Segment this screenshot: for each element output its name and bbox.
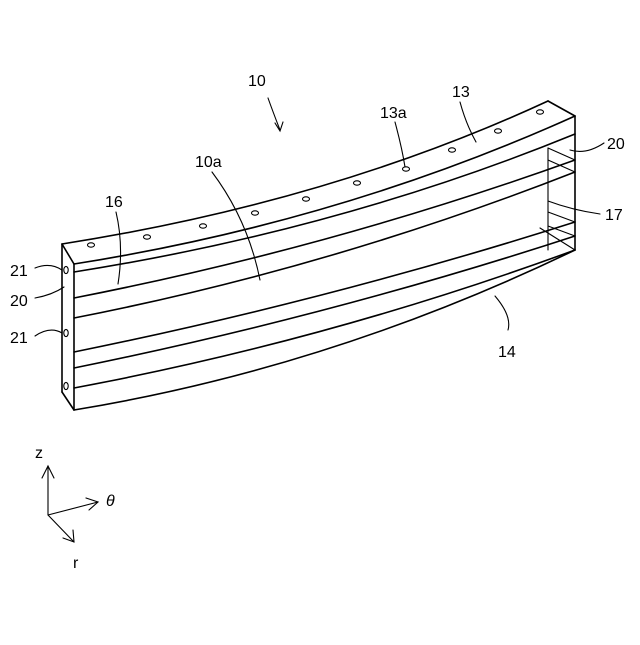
left-pin-lower — [64, 329, 68, 336]
right-recess-lower-b — [548, 226, 575, 236]
label-side-plate-left: 20 — [10, 293, 28, 310]
leader-20-left — [35, 287, 64, 298]
left-pin-upper — [64, 266, 68, 273]
coordinate-axes: z θ r — [35, 445, 115, 572]
bottom-plate-top — [74, 250, 575, 388]
leader-14 — [495, 296, 509, 330]
leader-17 — [548, 201, 600, 214]
left-end-top — [62, 244, 74, 264]
label-rib-right: 17 — [605, 207, 623, 224]
top-front-edge — [74, 116, 575, 264]
axis-theta-label: θ — [106, 493, 115, 510]
label-assembly: 10 — [248, 73, 266, 90]
leader-10 — [268, 98, 280, 130]
top-hole — [252, 211, 259, 215]
top-hole — [88, 243, 95, 247]
label-side-plate-right: 20 — [607, 136, 625, 153]
top-hole — [144, 235, 151, 239]
label-mounting-hole: 13a — [380, 105, 407, 122]
right-recess-lower — [548, 212, 575, 222]
label-rib-left: 16 — [105, 194, 123, 211]
top-hole — [403, 167, 410, 171]
leader-21-lower — [35, 330, 62, 336]
leader-10a — [212, 172, 260, 280]
top-hole — [200, 224, 207, 228]
top-hole — [495, 129, 502, 133]
label-pin-lower: 21 — [10, 330, 28, 347]
left-pin-bottom — [64, 382, 68, 389]
right-recess-bottom — [540, 228, 575, 250]
top-hole — [537, 110, 544, 114]
axis-r-label: r — [73, 555, 79, 572]
top-hole — [303, 197, 310, 201]
left-end-bottom — [62, 392, 74, 410]
label-top-plate: 13 — [452, 84, 470, 101]
label-inner-surface: 10a — [195, 154, 222, 171]
rib-lower-line-a — [74, 222, 575, 352]
label-bottom-plate: 14 — [498, 344, 516, 361]
top-hole — [354, 181, 361, 185]
axis-r-line — [48, 515, 74, 542]
top-hole — [449, 148, 456, 152]
leader-21-upper — [35, 265, 62, 270]
axis-z-label: z — [35, 445, 43, 462]
top-right-end — [548, 101, 575, 116]
leader-16 — [116, 212, 121, 284]
label-pin-upper: 21 — [10, 263, 28, 280]
